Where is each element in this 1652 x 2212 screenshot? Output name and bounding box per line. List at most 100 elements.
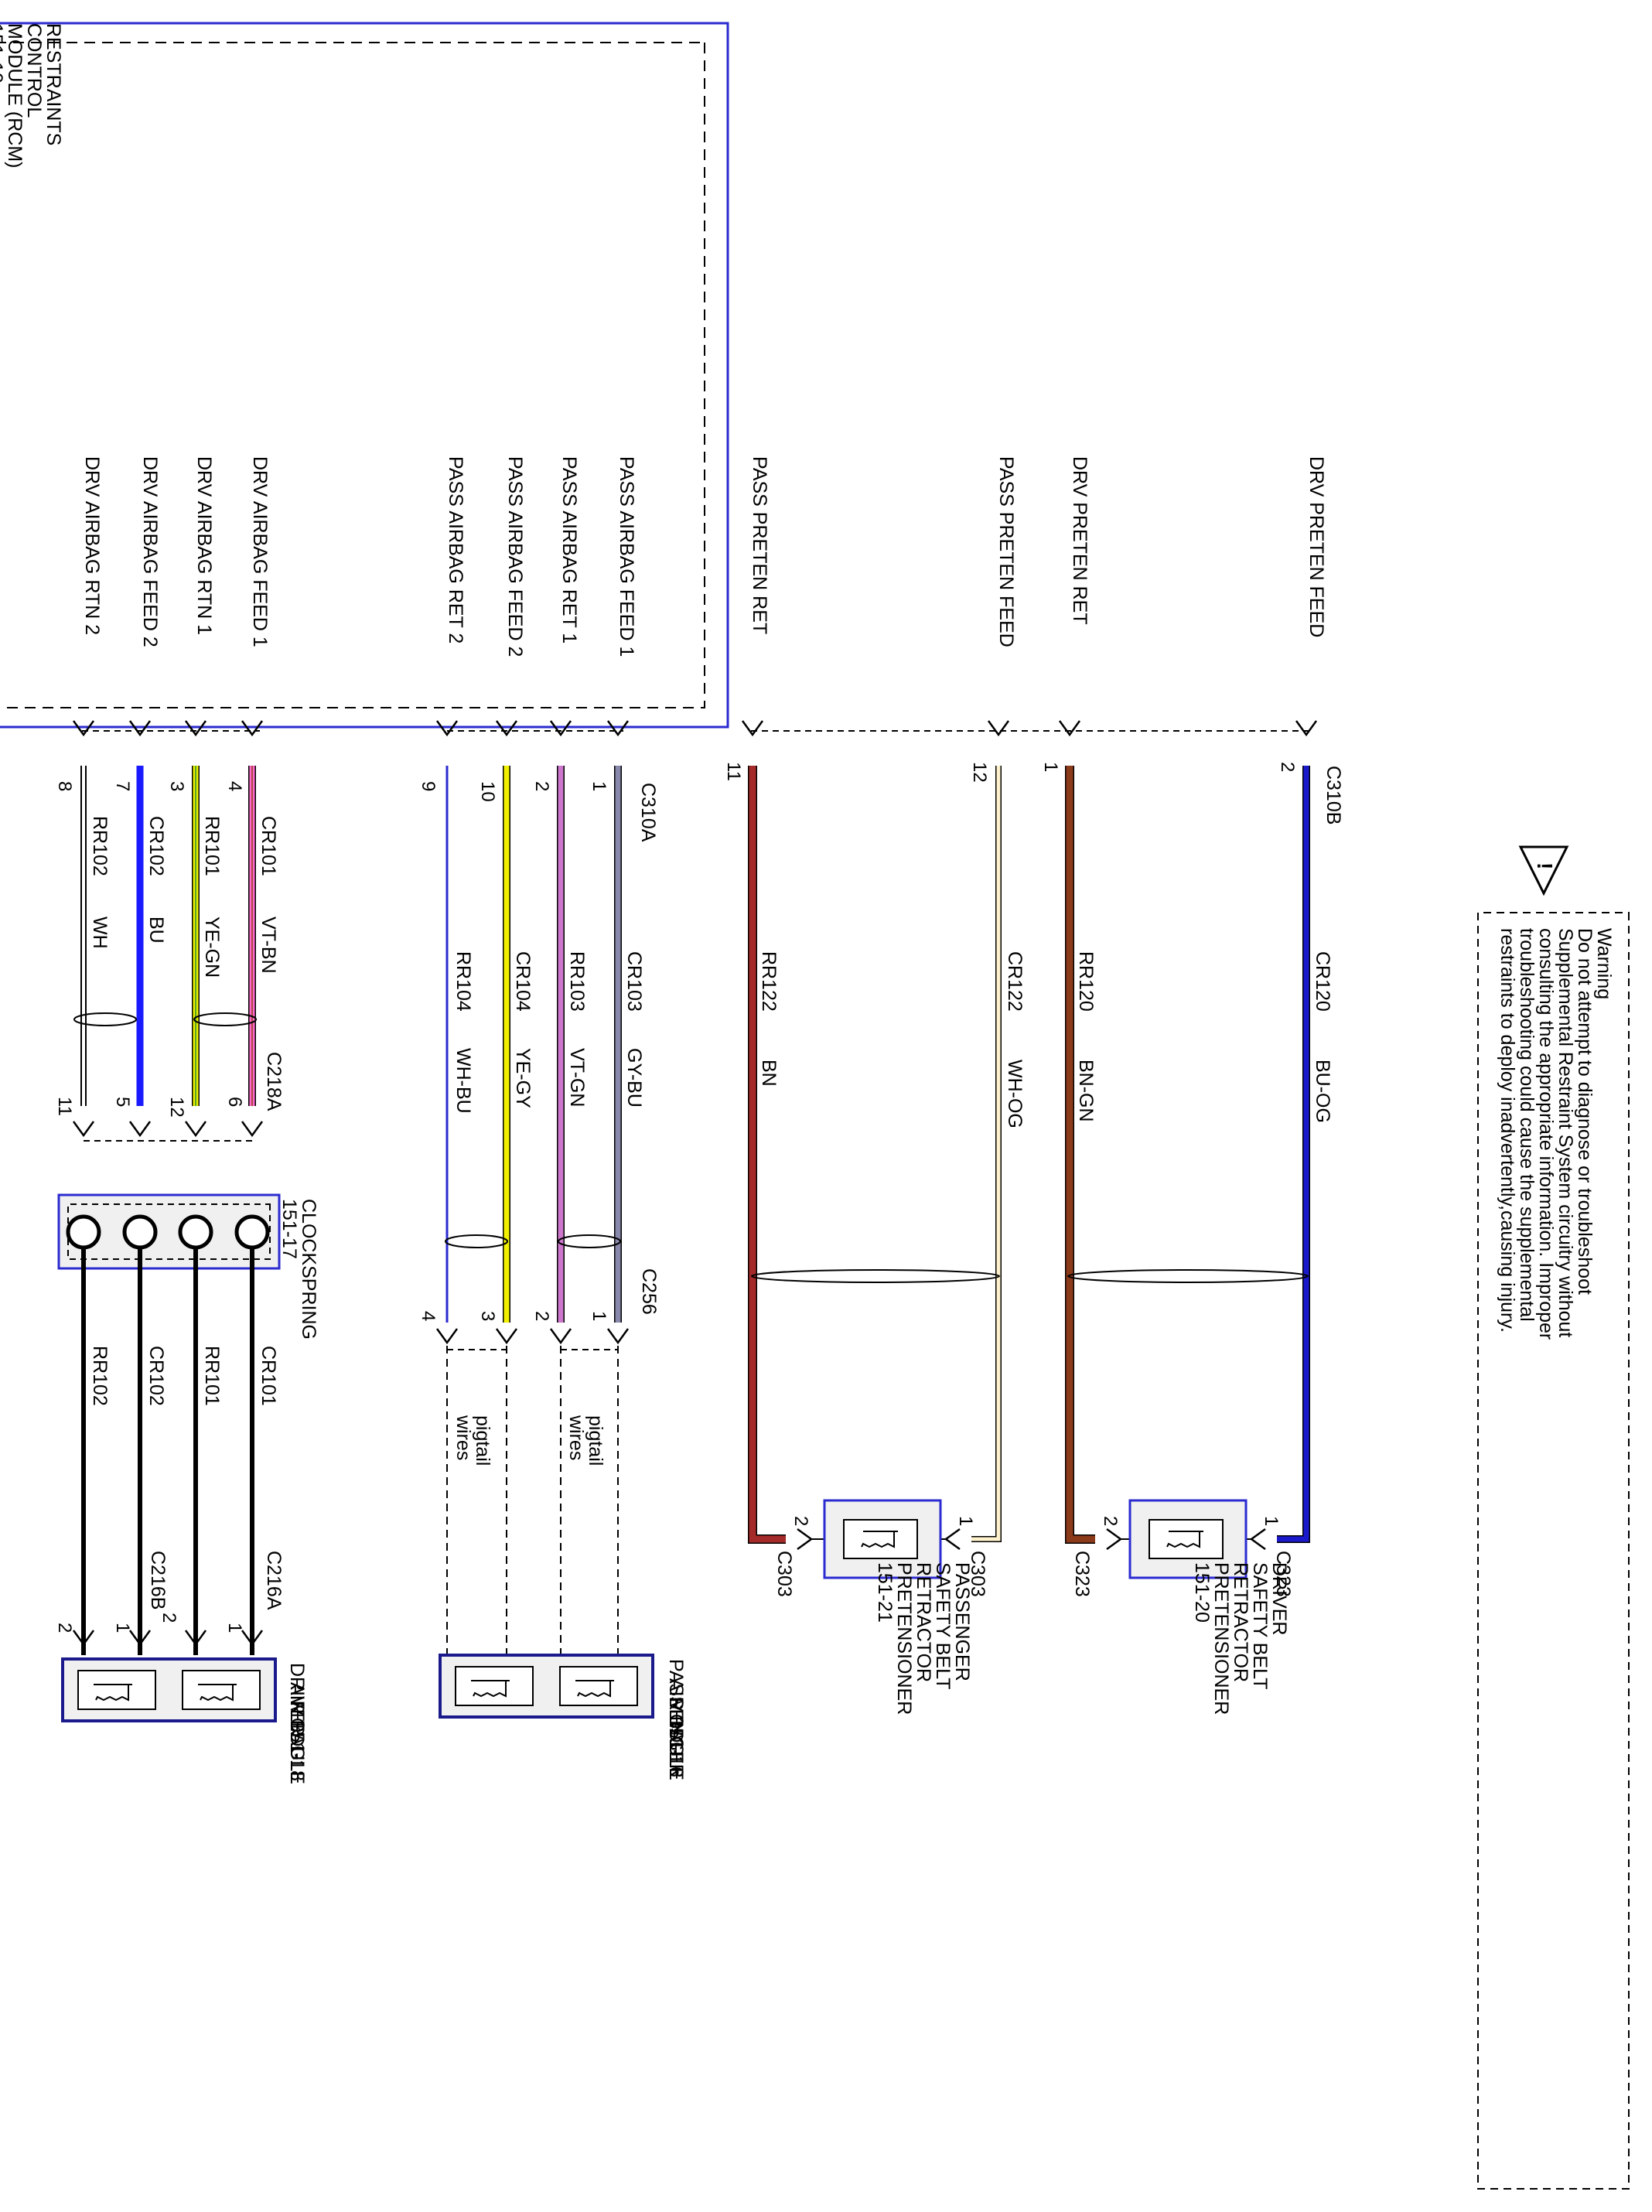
wire-label-cr104: CR104 bbox=[512, 951, 534, 1012]
driver-airbag-title-4: 151-18 bbox=[286, 1721, 308, 1781]
pin-label-drv-airbag-rtn-2: DRV AIRBAG RTN 2 bbox=[81, 456, 103, 635]
pin2-rr103: 2 bbox=[531, 1311, 552, 1321]
pin2-rr104: 4 bbox=[418, 1311, 439, 1321]
pin2-rr101: 12 bbox=[166, 1097, 187, 1118]
drv-belt-pin-1: 1 bbox=[1261, 1516, 1282, 1526]
warning-exclamation: ! bbox=[1533, 862, 1557, 869]
connector-c256: C256 bbox=[638, 1268, 660, 1315]
passenger-airbag-title-1: PASSENGER bbox=[665, 1659, 687, 1778]
driver-airbag-title-3: MODULE bbox=[286, 1702, 308, 1784]
driver-airbag-module: DRIVER AIR BAG MODULE 151-18 bbox=[61, 1657, 308, 1784]
pass-belt-pin-2: 2 bbox=[790, 1516, 811, 1526]
pin-label-drv-preten-feed: DRV PRETEN FEED bbox=[1306, 456, 1327, 637]
passenger-airbag-title-2: AIR BAG bbox=[665, 1678, 687, 1756]
pin-label-pass-airbag-ret-2: PASS AIRBAG RET 2 bbox=[445, 456, 466, 643]
pass-belt-title-1: PASSENGER bbox=[951, 1562, 973, 1681]
passenger-airbag-module: PASSENGER AIR BAG MODULE 151-16 bbox=[439, 1654, 687, 1780]
drv-belt-title-2: SAFETY BELT bbox=[1249, 1562, 1271, 1689]
pin-label-drv-preten-ret: DRV PRETEN RET bbox=[1069, 456, 1091, 625]
wire-color-rr122: BN bbox=[758, 1060, 780, 1087]
drv-belt-title-3: RETRACTOR bbox=[1230, 1562, 1251, 1682]
pin-label-pass-airbag-feed-2: PASS AIRBAG FEED 2 bbox=[504, 456, 526, 657]
driver-airbag-title-1: DRIVER bbox=[286, 1663, 308, 1736]
wire-label-cr103: CR103 bbox=[623, 951, 645, 1012]
pin-cr101: 4 bbox=[224, 781, 245, 791]
wire-label-cr122: CR122 bbox=[1004, 951, 1026, 1012]
cs-label-cr102: CR102 bbox=[145, 1346, 167, 1406]
pin2-cr103: 1 bbox=[589, 1311, 609, 1321]
connector-c310a: C310A bbox=[637, 783, 659, 842]
connector-c303-a: C303 bbox=[773, 1551, 795, 1597]
pin-cr120: 2 bbox=[1277, 762, 1298, 772]
pretensioner-harness: RR122 BN CR122 WH-OG RR120 BN-GN CR120 B… bbox=[723, 762, 1333, 1551]
pin2-cr101: 6 bbox=[224, 1097, 245, 1107]
wire-label-cr102: CR102 bbox=[145, 816, 167, 876]
pin-label-drv-airbag-feed-2: DRV AIRBAG FEED 2 bbox=[139, 456, 161, 647]
wire-cr120 bbox=[1277, 766, 1310, 1543]
passenger-airbag-title-4: 151-16 bbox=[665, 1717, 687, 1777]
pin-rr104: 9 bbox=[418, 781, 439, 791]
wire-color-rr120: BN-GN bbox=[1075, 1060, 1097, 1122]
connector-c218a: C218A bbox=[263, 1052, 285, 1111]
wire-label-rr102: RR102 bbox=[89, 816, 111, 876]
wire-color-cr102: BU bbox=[145, 917, 167, 944]
drv-airbag-pin-a: 2 bbox=[54, 1623, 75, 1633]
rcm-title-4: 151-19 bbox=[0, 23, 6, 84]
rcm-title-3: MODULE (RCM) bbox=[4, 23, 26, 169]
clockspring-ref: 151-17 bbox=[278, 1199, 300, 1259]
pin-rr122: 11 bbox=[723, 762, 744, 781]
warning-line-1: Do not attempt to diagnose or troublesho… bbox=[1574, 928, 1596, 1295]
rcm-connector-arrows bbox=[72, 720, 1318, 737]
wire-color-cr120: BU-OG bbox=[1312, 1060, 1333, 1123]
cs-label-rr101: RR101 bbox=[201, 1346, 223, 1406]
wire-label-cr120: CR120 bbox=[1312, 951, 1333, 1012]
wire-color-cr103: GY-BU bbox=[623, 1048, 645, 1108]
wire-color-cr104: YE-GY bbox=[512, 1048, 534, 1108]
cs-label-rr102: RR102 bbox=[89, 1346, 111, 1406]
pass-belt-pin-1: 1 bbox=[955, 1516, 976, 1526]
warning-line-2: Supplemental Restraint System circuitry … bbox=[1555, 928, 1576, 1337]
warning-line-5: restraints to deploy inadvertently,causi… bbox=[1497, 928, 1518, 1333]
wire-color-rr104: WH-BU bbox=[452, 1048, 474, 1114]
cs-label-cr101: CR101 bbox=[258, 1346, 279, 1406]
pin-rr102: 8 bbox=[54, 781, 75, 791]
pigtail-label-b-1: pigtail bbox=[585, 1415, 606, 1466]
passenger-airbag-title-3: MODULE bbox=[665, 1698, 687, 1780]
connector-c310b: C310B bbox=[1323, 766, 1344, 824]
pin-rr103: 2 bbox=[531, 781, 552, 791]
wire-label-rr103: RR103 bbox=[566, 951, 588, 1012]
wire-label-cr101: CR101 bbox=[258, 816, 279, 876]
connector-labels: C310A C310B C218A C256 C216A C216B C303 … bbox=[147, 766, 1344, 1610]
pin-label-drv-airbag-rtn-1: DRV AIRBAG RTN 1 bbox=[193, 456, 215, 635]
wire-color-rr101: YE-GN bbox=[201, 917, 223, 978]
pin-label-pass-airbag-feed-1: PASS AIRBAG FEED 1 bbox=[616, 456, 637, 657]
connector-c216b: C216B bbox=[147, 1551, 169, 1610]
wire-cr122 bbox=[971, 766, 1002, 1542]
wire-label-rr104: RR104 bbox=[452, 951, 474, 1012]
rcm-title-1: RESTRAINTS bbox=[43, 23, 64, 145]
pin-label-pass-preten-feed: PASS PRETEN FEED bbox=[995, 456, 1017, 647]
drv-airbag-pin-d: 1 bbox=[224, 1623, 245, 1633]
wire-color-cr101: VT-BN bbox=[258, 917, 279, 974]
warning-line-4: troubleshooting could cause the suppleme… bbox=[1516, 928, 1538, 1322]
wire-label-rr120: RR120 bbox=[1075, 951, 1097, 1012]
pin-rr120: 1 bbox=[1040, 762, 1061, 772]
pin-rr101: 3 bbox=[166, 781, 187, 791]
driver-airbag-harness: RR102 WH CR102 BU RR101 YE-GN CR101 VT-B… bbox=[54, 766, 279, 1142]
pigtail-label-a-2: wires bbox=[452, 1415, 474, 1460]
pin-label-drv-airbag-feed-1: DRV AIRBAG FEED 1 bbox=[249, 456, 271, 647]
pin2-cr102: 5 bbox=[112, 1097, 133, 1107]
wire-color-rr103: VT-GN bbox=[566, 1048, 588, 1107]
driver-belt-pretensioner: DRIVER SAFETY BELT RETRACTOR PRETENSIONE… bbox=[1128, 1499, 1290, 1715]
drv-belt-title-1: DRIVER bbox=[1268, 1562, 1290, 1635]
wire-rr122 bbox=[748, 766, 786, 1544]
passenger-belt-pretensioner: PASSENGER SAFETY BELT RETRACTOR PRETENSI… bbox=[823, 1499, 973, 1715]
passenger-airbag-harness: RR104 WH-BU CR104 YE-GY RR103 VT-GN CR10… bbox=[418, 766, 645, 1655]
connector-c303-b: C303 bbox=[967, 1551, 988, 1597]
drv-belt-pin-2: 2 bbox=[1100, 1516, 1121, 1526]
drv-airbag-pin-b: 1 bbox=[112, 1623, 133, 1633]
pass-belt-title-5: 151-21 bbox=[874, 1562, 896, 1623]
pass-belt-title-4: PRETENSIONER bbox=[893, 1562, 915, 1715]
drv-airbag-pin-c: 2 bbox=[159, 1613, 179, 1623]
warning-title: Warning bbox=[1593, 928, 1615, 999]
